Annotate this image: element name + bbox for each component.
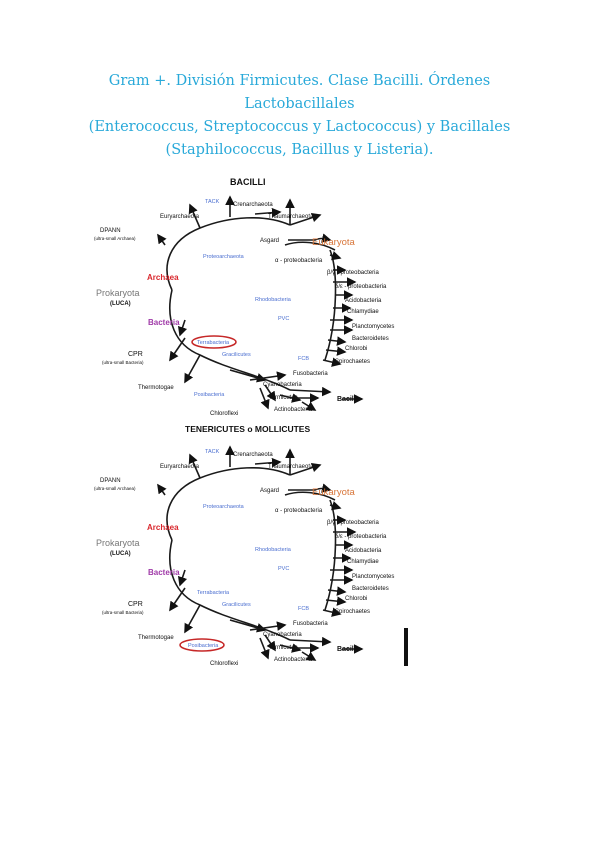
label-bacilli: Bacilli <box>337 396 358 403</box>
label-delta-epsilon-proteobacteria: δ/ε - proteobacteria <box>335 284 387 290</box>
label-posibacteria: Posibacteria <box>194 392 225 398</box>
label-cyanobacteria: Cyanobacteria <box>263 632 302 638</box>
label-bacteroidetes: Bacteroidetes <box>352 586 389 592</box>
label-thermotogae: Thermotogae <box>138 635 174 641</box>
label-eukaryota: Eukaryota <box>312 487 355 498</box>
label-beta-gamma-proteobacteria: β/γ - proteobacteria <box>327 520 379 526</box>
label-dpann-sub: (ultra-small Archaea) <box>94 236 136 241</box>
label-chloroflexi: Chloroflexi <box>210 411 238 417</box>
label-terrabacteria: Terrabacteria <box>197 590 230 596</box>
label-euryarchaeota: Euryarchaeota <box>160 464 200 470</box>
heading-line-1: Gram +. División Firmicutes. Clase Bacil… <box>108 73 491 89</box>
label-fusobacteria: Fusobacteria <box>293 371 328 377</box>
label-actinobacteria: Actinobacteria <box>274 407 313 413</box>
label-bacteroidetes: Bacteroidetes <box>352 336 389 342</box>
label-prokaryota: Prokaryota <box>96 538 140 548</box>
label-proteoarchaeota: Proteoarchaeota <box>203 504 245 510</box>
tree-branches <box>157 195 364 411</box>
label-bacilli: Bacilli <box>337 646 358 653</box>
label-gracilicutes: Gracilicutes <box>222 602 251 608</box>
label-planctomycetes: Planctomycetes <box>352 574 394 580</box>
label-fusobacteria: Fusobacteria <box>293 621 328 627</box>
label-chlorobi: Chlorobi <box>345 596 367 602</box>
label-acidobacteria: Acidobacteria <box>345 298 382 304</box>
label-cpr: CPR <box>128 351 143 358</box>
label-firmicutes: Firmicutes <box>270 645 298 651</box>
label-planctomycetes: Planctomycetes <box>352 324 394 330</box>
label-cyanobacteria: Cyanobacteria <box>263 382 302 388</box>
label-cpr-sub: (ultra-small Bacteria) <box>102 610 144 615</box>
label-thaumarchaeota: Thaumarchaeota <box>268 214 314 220</box>
label-bacteria: Bacteria <box>148 568 180 577</box>
label-firmicutes: Firmicutes <box>270 395 298 401</box>
label-dpann-sub: (ultra-small Archaea) <box>94 486 136 491</box>
tree-diagram-bacilli: BACILLI <box>90 170 420 420</box>
scan-edge-bar <box>404 628 408 666</box>
label-gracilicutes: Gracilicutes <box>222 352 251 358</box>
label-luca: (LUCA) <box>110 551 131 557</box>
tree-diagram-tenericutes: TENERICUTES o MOLLICUTES <box>90 420 420 668</box>
label-dpann: DPANN <box>100 228 121 234</box>
diagram-title: BACILLI <box>230 177 266 187</box>
label-chlorobi: Chlorobi <box>345 346 367 352</box>
label-crenarchaeota: Crenarchaeota <box>233 202 273 208</box>
label-acidobacteria: Acidobacteria <box>345 548 382 554</box>
label-asgard: Asgard <box>260 238 279 244</box>
highlight-oval-posibacteria <box>179 638 225 652</box>
label-rhodobacteria: Rhodobacteria <box>255 547 292 553</box>
label-archaea: Archaea <box>147 523 179 532</box>
label-beta-gamma-proteobacteria: β/γ - proteobacteria <box>327 270 379 276</box>
label-dpann: DPANN <box>100 478 121 484</box>
label-euryarchaeota: Euryarchaeota <box>160 214 200 220</box>
label-alpha-proteobacteria: α - proteobacteria <box>275 258 323 264</box>
label-tack: TACK <box>205 449 220 455</box>
label-spirochaetes: Spirochaetes <box>335 359 370 365</box>
label-cpr-sub: (ultra-small Bacteria) <box>102 360 144 365</box>
label-proteoarchaeota: Proteoarchaeota <box>203 254 245 260</box>
tree-branches <box>157 445 364 661</box>
label-terrabacteria: Terrabacteria <box>197 340 230 346</box>
highlight-oval-terrabacteria <box>191 335 237 349</box>
label-actinobacteria: Actinobacteria <box>274 657 313 663</box>
label-alpha-proteobacteria: α - proteobacteria <box>275 508 323 514</box>
label-rhodobacteria: Rhodobacteria <box>255 297 292 303</box>
label-chloroflexi: Chloroflexi <box>210 661 238 667</box>
label-eukaryota: Eukaryota <box>312 237 355 248</box>
page-heading: Gram +. División Firmicutes. Clase Bacil… <box>40 70 559 162</box>
heading-line-3: (Enterococcus, Streptococcus y Lactococc… <box>88 119 511 135</box>
label-delta-epsilon-proteobacteria: δ/ε - proteobacteria <box>335 534 387 540</box>
label-bacteria: Bacteria <box>148 318 180 327</box>
label-asgard: Asgard <box>260 488 279 494</box>
label-fcb: FCB <box>298 356 309 362</box>
label-fcb: FCB <box>298 606 309 612</box>
label-luca: (LUCA) <box>110 301 131 307</box>
label-pvc: PVC <box>278 566 289 572</box>
label-thaumarchaeota: Thaumarchaeota <box>268 464 314 470</box>
label-pvc: PVC <box>278 316 289 322</box>
label-archaea: Archaea <box>147 273 179 282</box>
label-crenarchaeota: Crenarchaeota <box>233 452 273 458</box>
label-prokaryota: Prokaryota <box>96 288 140 298</box>
label-chlamydiae: Chlamydiae <box>347 559 379 565</box>
heading-line-4: (Staphilococcus, Bacillus y Listeria). <box>165 142 434 158</box>
label-chlamydiae: Chlamydiae <box>347 309 379 315</box>
label-thermotogae: Thermotogae <box>138 385 174 391</box>
label-cpr: CPR <box>128 601 143 608</box>
diagram-title: TENERICUTES o MOLLICUTES <box>185 424 310 434</box>
heading-line-2: Lactobacillales <box>244 96 355 112</box>
label-spirochaetes: Spirochaetes <box>335 609 370 615</box>
label-posibacteria: Posibacteria <box>188 643 219 649</box>
label-tack: TACK <box>205 199 220 205</box>
